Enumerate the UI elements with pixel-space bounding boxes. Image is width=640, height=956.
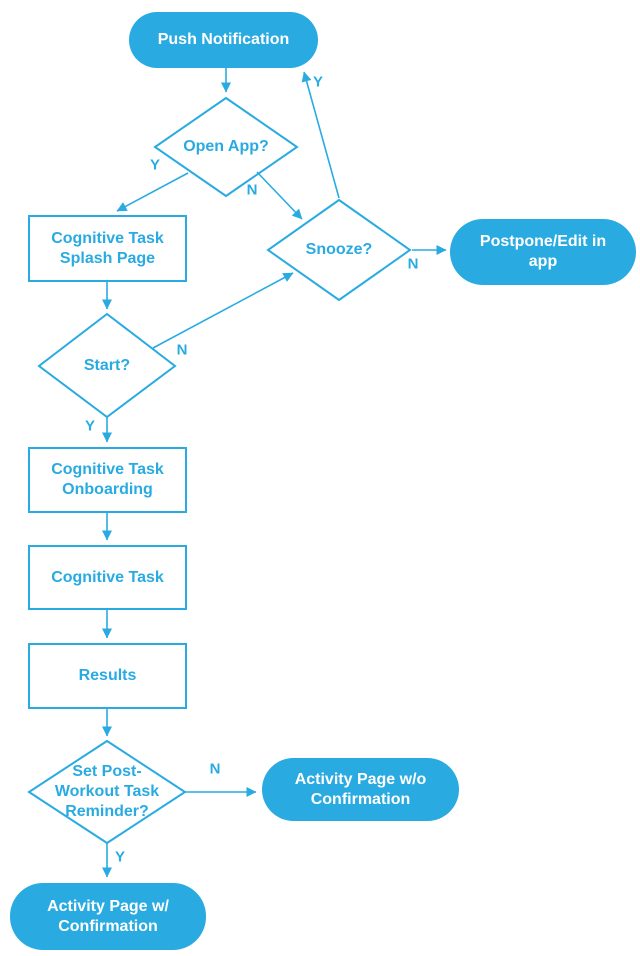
decision-start: Start? bbox=[39, 314, 175, 417]
edge-open-app-yes-to-splash bbox=[116, 172, 189, 212]
node-push-notification: Push Notification bbox=[129, 12, 318, 68]
edge-label-reminder-yes: Y bbox=[114, 848, 126, 866]
node-postpone-edit-in-app-label: Postpone/Edit in app bbox=[479, 233, 607, 270]
node-cognitive-task: Cognitive Task bbox=[28, 545, 187, 610]
node-results: Results bbox=[28, 643, 187, 709]
edge-start-no-to-snooze bbox=[152, 272, 294, 349]
decision-open-app: Open App? bbox=[155, 98, 297, 196]
decision-reminder: Set Post- Workout Task Reminder? bbox=[29, 741, 185, 843]
edge-label-reminder-no: N bbox=[209, 760, 221, 778]
node-results-label: Results bbox=[78, 667, 137, 684]
edge-label-snooze-yes: Y bbox=[312, 73, 324, 91]
node-postpone-edit-in-app: Postpone/Edit in app bbox=[450, 219, 636, 285]
edge-label-open-app-yes: Y bbox=[149, 156, 161, 174]
node-push-notification-label: Push Notification bbox=[157, 31, 290, 48]
node-activity-page-without-confirmation-label: Activity Page w/o Confirmation bbox=[294, 770, 427, 808]
node-cognitive-task-onboarding-label: Cognitive Task Onboarding bbox=[51, 461, 164, 498]
decision-snooze-label: Snooze? bbox=[305, 241, 373, 258]
decision-open-app-label: Open App? bbox=[183, 138, 269, 155]
node-activity-page-with-confirmation-label: Activity Page w/ Confirmation bbox=[47, 897, 169, 935]
edge-label-snooze-no: N bbox=[407, 255, 419, 273]
node-cognitive-task-splash-page-label: Cognitive Task Splash Page bbox=[51, 229, 164, 267]
node-activity-page-without-confirmation: Activity Page w/o Confirmation bbox=[262, 758, 459, 821]
node-cognitive-task-splash-page: Cognitive Task Splash Page bbox=[28, 215, 187, 282]
edge-snooze-yes-to-push bbox=[301, 71, 340, 199]
edge-open-app-no-to-snooze bbox=[256, 171, 303, 220]
node-cognitive-task-label: Cognitive Task bbox=[51, 568, 164, 586]
decision-open-app-shape bbox=[153, 96, 299, 198]
decision-snooze: Snooze? bbox=[268, 200, 410, 300]
node-activity-page-with-confirmation: Activity Page w/ Confirmation bbox=[10, 883, 206, 950]
edge-label-open-app-no: N bbox=[246, 181, 258, 199]
edge-label-start-no: N bbox=[176, 341, 188, 359]
decision-snooze-shape bbox=[266, 198, 412, 302]
node-cognitive-task-onboarding: Cognitive Task Onboarding bbox=[28, 447, 187, 513]
decision-start-label: Start? bbox=[83, 356, 131, 374]
decision-reminder-label: Set Post- Workout Task Reminder? bbox=[54, 763, 160, 820]
edge-label-start-yes: Y bbox=[84, 417, 96, 435]
